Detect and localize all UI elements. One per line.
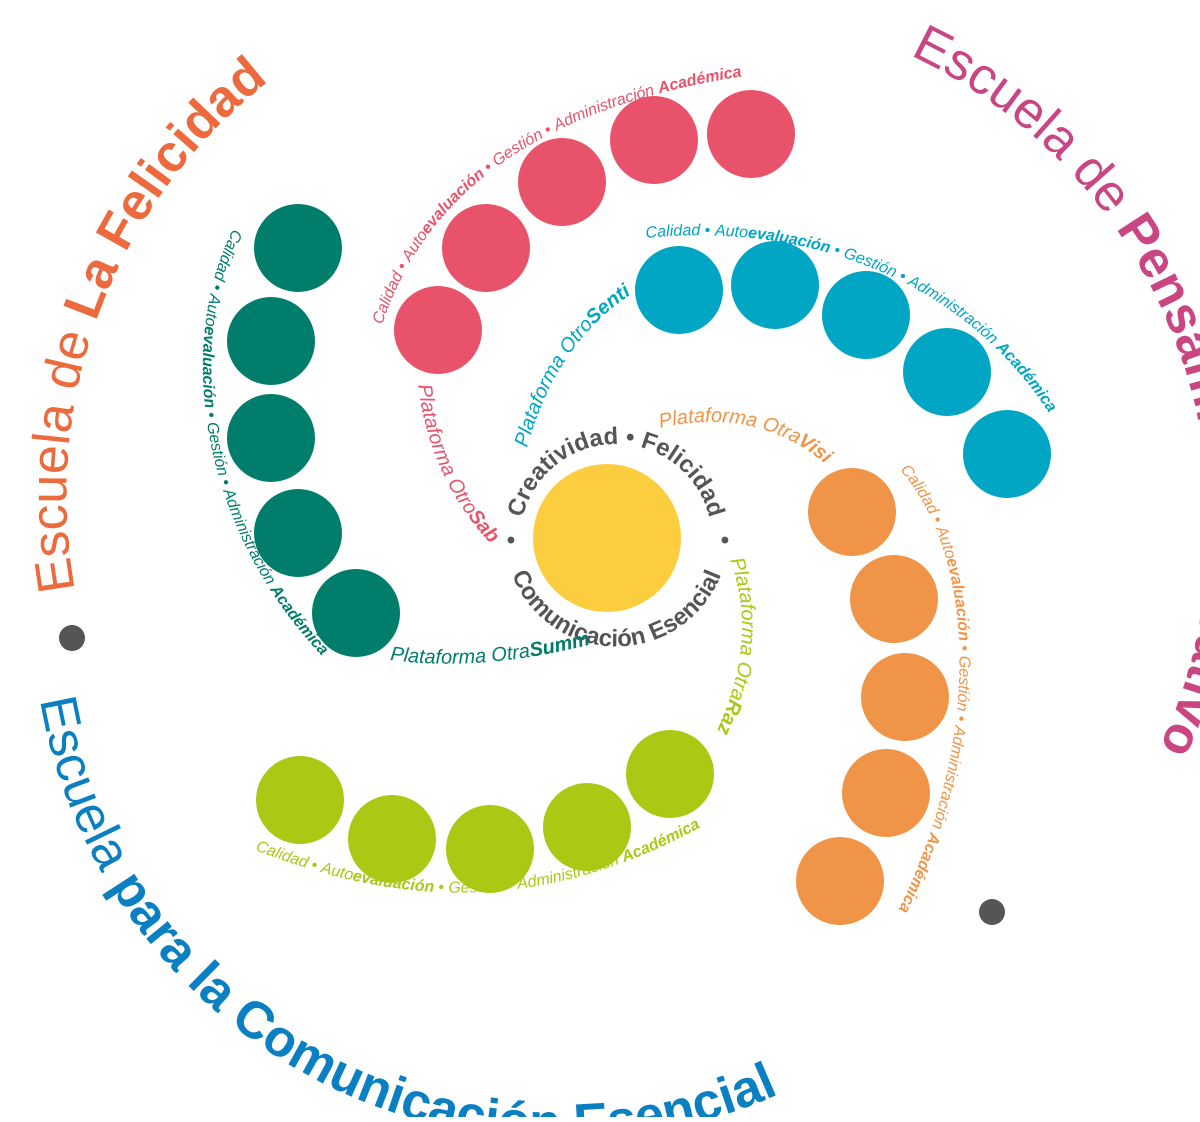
blue-circle-3 [822,271,910,359]
teal-arm-label-part-6: Gestión [203,421,231,478]
lime-arm-label-part-7: • [502,876,518,895]
blue-arm-label-part-7: • [892,266,913,288]
orange-arm-label-part-2: • [926,510,948,530]
title-comunicacion-pre: Escuela [28,691,149,892]
red-circle-3 [518,138,606,226]
teal-circle-4 [254,489,342,577]
teal-arm-label-part-4: evaluación [199,325,218,409]
orange-circle-1 [808,468,896,556]
orange-circle-2 [850,555,938,643]
platform-summa-part-2: Otra [490,640,531,667]
lime-arm-label-part-6: Gestión [448,877,503,896]
blue-circle-2 [731,241,819,329]
center-sep-left: • [507,527,515,554]
lime-arm-label-part-2: • [305,855,324,875]
teal-arm-label-part-7: • [215,473,235,492]
title-comunicacion-bold: para la Comunicación Esencial [99,861,784,1117]
lime-arm-label-part-5: • [434,879,449,897]
platform-vision-part-1: Plataforma [657,405,766,434]
circles-layer [227,90,1051,925]
title-pensamiento-bold: Pensamiento Creativo [1106,203,1200,766]
teal-circle-3 [227,394,315,482]
lime-circle-1 [256,756,344,844]
lime-arm-label-part-9: Académica [618,816,702,867]
blue-circle-4 [903,328,991,416]
platform-razon-part-2: Otra [725,660,756,704]
orange-arm-label-part-8: Administración [927,724,969,836]
platform-summa-part-1: Plataforma [389,643,492,669]
red-arm-label-part-7: • [538,119,559,141]
lime-circle-5 [626,730,714,818]
orange-arm-label-part-6: Gestión [953,656,973,713]
orange-arm-label-part-7: • [951,710,970,726]
separator-dot-right [979,899,1005,925]
title-felicidad-bold: La Felicidad [53,45,277,326]
yellow-circle-1 [533,464,681,612]
center-sep-right: • [721,527,729,554]
red-arm-label-part-9: Académica [655,63,743,97]
blue-arm-label-part-3: Auto [714,222,749,241]
teal-circle-1 [254,204,342,292]
teal-circle-2 [227,297,315,385]
separator-dot-left [59,625,85,651]
blue-circle-1 [635,246,723,334]
blue-arm-label-part-2: • [700,222,715,239]
red-circle-4 [610,96,698,184]
red-circle-2 [442,204,530,292]
lime-circle-3 [446,805,534,893]
red-circle-1 [394,286,482,374]
platform-sentido-part-1: Plataforma [511,346,573,450]
blue-arm-label-part-9: Académica [992,338,1060,415]
orange-arm-label-part-4: evaluación [943,556,973,641]
blue-circle-5 [963,410,1051,498]
red-circle-5 [707,90,795,178]
blue-arm-label-part-1: Calidad [645,222,702,242]
teal-arm-label-part-3: Auto [201,292,223,328]
platform-sabor-part-1: Plataforma [413,383,463,485]
title-pensamiento-pre: Escuela de [905,14,1153,235]
lime-circle-4 [543,783,631,871]
orange-circle-4 [842,749,930,837]
orange-arm-label-part-1: Calidad [897,462,942,518]
orange-circle-5 [796,837,884,925]
orange-arm-label-part-9: Académica [895,830,943,916]
teal-arm-label-part-1: Calidad [210,227,245,284]
blue-arm-label-part-5: • [828,241,847,262]
orange-circle-3 [861,653,949,741]
lime-circle-2 [348,795,436,883]
title-felicidad-pre: Escuela de [20,307,107,597]
orange-arm-label-part-3: Auto [932,523,959,561]
teal-arm-label-part-5: • [201,407,220,423]
lime-arm-label-part-3: Auto [318,859,355,884]
orange-arm-label-part-5: • [955,641,972,656]
platform-razon-part-1: Plataforma [725,555,759,664]
teal-circle-5 [312,569,400,657]
teal-arm-label-part-2: • [207,278,227,296]
